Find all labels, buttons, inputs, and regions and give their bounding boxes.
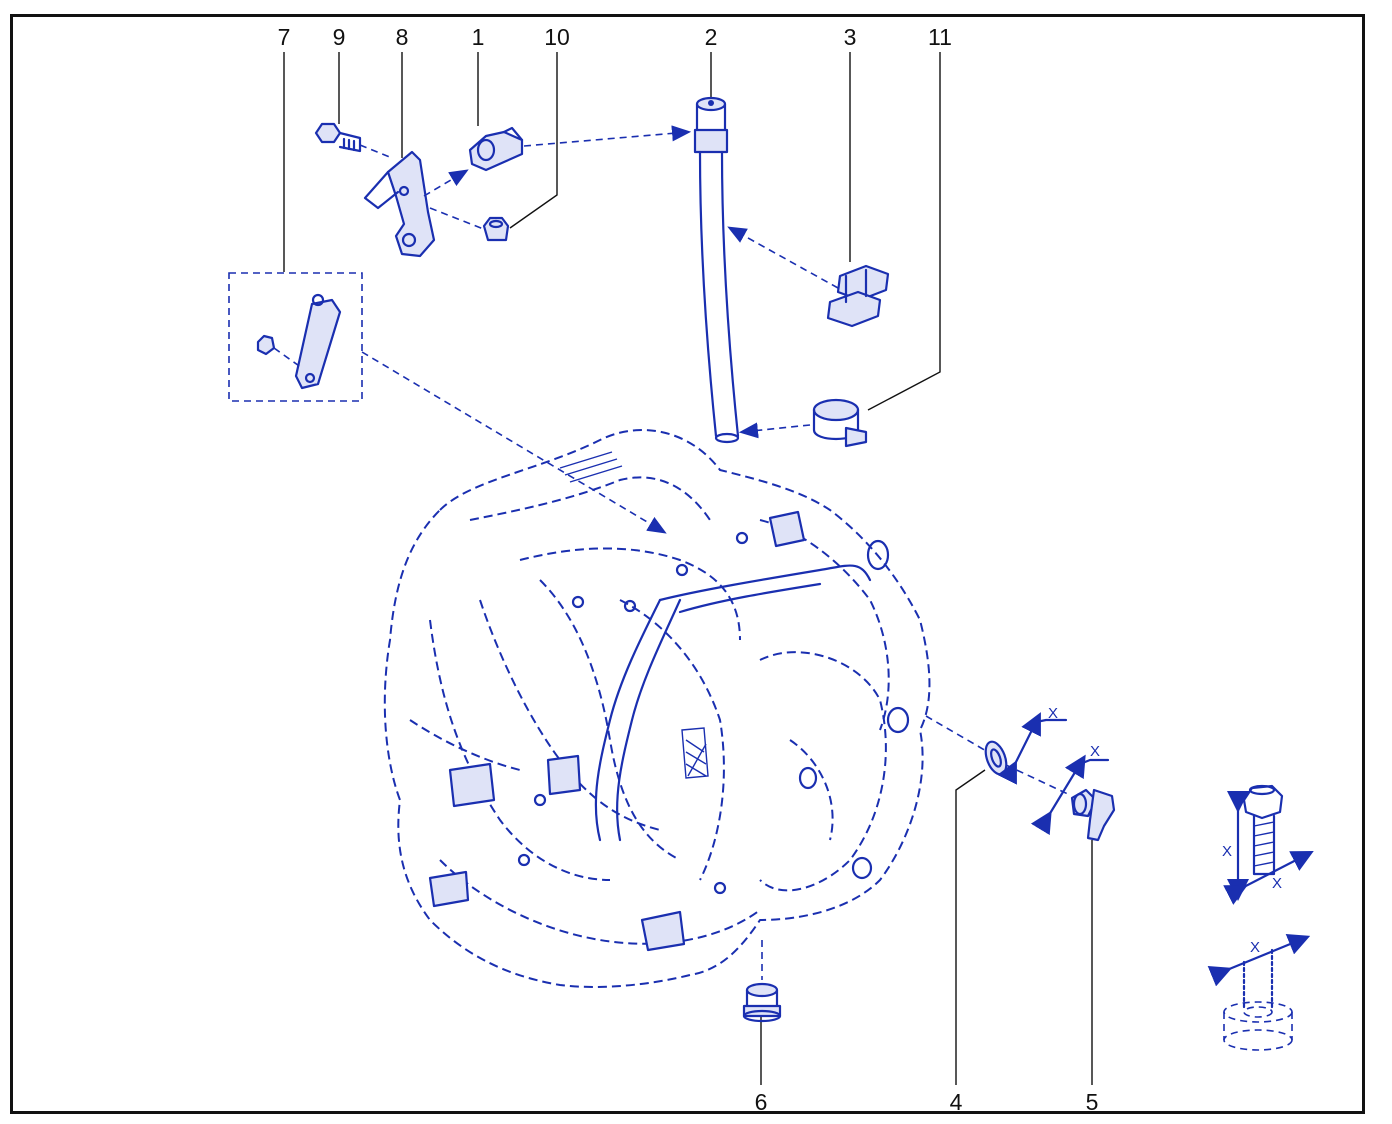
leader-4 [955, 769, 986, 1085]
callout-4: 4 [950, 1089, 963, 1115]
hose-clamp-arrow [738, 422, 811, 439]
link-inset-part-7 [228, 272, 363, 402]
callout-3: 3 [844, 24, 857, 50]
transmission-housing [383, 429, 931, 988]
callout-group: 7 9 8 1 10 2 3 11 6 4 5 [278, 24, 1099, 1115]
bracket-to-nut-line [429, 207, 487, 231]
dimension-label-bolt-diameter: X [1272, 875, 1282, 892]
washer-dimension-annotation: X [997, 705, 1068, 785]
callout-1: 1 [472, 24, 485, 50]
plug-dimension-annotation: X [1030, 743, 1110, 836]
washer-to-plug-line [1005, 764, 1071, 796]
dimension-label-nut: X [1250, 939, 1260, 956]
callout-6: 6 [755, 1089, 768, 1115]
bracket-part-8 [363, 150, 436, 258]
callout-2: 2 [705, 24, 718, 50]
leader-11 [867, 52, 941, 411]
clip-to-pipe-arrow [523, 125, 692, 147]
nut-part-10 [482, 216, 510, 242]
breather-pipe-part-2 [693, 96, 740, 444]
dimension-label-plug: X [1090, 743, 1100, 760]
hose-clamp-part-11 [812, 398, 868, 448]
fill-plug-part-5 [1070, 788, 1116, 842]
bolt-dimension-legend: X X [1222, 784, 1314, 905]
bracket-to-clip-arrow [423, 169, 469, 197]
dimension-label-bolt-length: X [1222, 843, 1232, 860]
callout-8: 8 [396, 24, 409, 50]
housing-to-washer-line [925, 715, 989, 753]
callout-10: 10 [544, 24, 570, 50]
link-to-housing-line [361, 351, 667, 534]
callout-5: 5 [1086, 1089, 1099, 1115]
diagram-frame [10, 14, 1365, 1114]
dimension-label-washer: X [1048, 705, 1058, 722]
bolt-part-9 [314, 122, 362, 153]
clip-part-1 [468, 126, 524, 172]
pipe-clip-arrow [727, 226, 839, 289]
leader-10 [509, 52, 558, 229]
callout-7: 7 [278, 24, 291, 50]
bolt-alignment-line [359, 144, 393, 159]
nut-dimension-legend: X [1207, 933, 1311, 1051]
pipe-clip-part-3 [826, 264, 890, 328]
washer-part-4 [984, 740, 1008, 776]
callout-11: 11 [928, 24, 952, 50]
drain-plug-part-6 [742, 982, 782, 1023]
callout-9: 9 [333, 24, 346, 50]
